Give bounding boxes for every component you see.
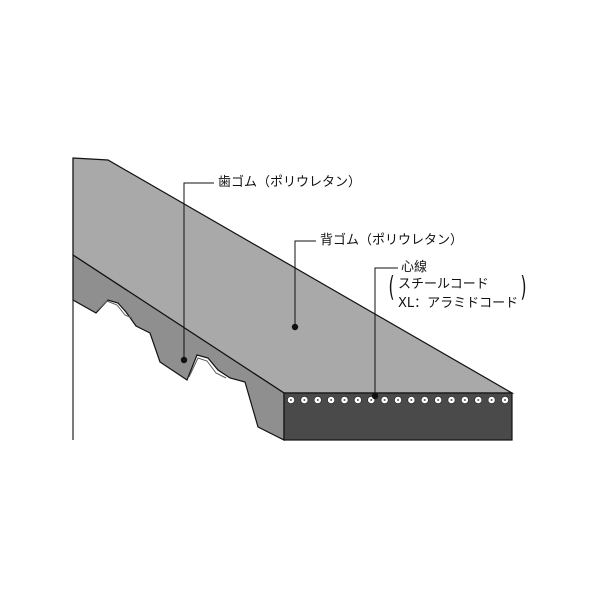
cord-strand-core (397, 399, 399, 401)
tooth-ridge (188, 357, 227, 379)
cord-strand-core (504, 399, 506, 401)
bracket-open: ( (388, 270, 395, 303)
label-tooth-rubber: 歯ゴム（ポリウレタン） (218, 175, 362, 190)
leader-cord (374, 267, 398, 396)
cord-strand-core (356, 399, 359, 401)
label-cord-steel: スチールコード (398, 277, 489, 292)
cord-strand-core (303, 399, 306, 401)
cord-strand-core (423, 399, 426, 401)
cord-strand-core (437, 399, 440, 401)
cord-strand-core (383, 399, 386, 401)
cord-strand-core (290, 399, 292, 401)
cord-strand-core (477, 399, 480, 401)
cord-strand-core (450, 399, 453, 401)
leader-dot-back-rubber (291, 323, 299, 331)
cord-strand-core (463, 399, 466, 401)
label-back-rubber: 背ゴム（ポリウレタン） (320, 233, 464, 248)
label-cord-aramid: XL：アラミドコード (398, 296, 519, 311)
leader-dot-cord (371, 392, 379, 400)
belt-tooth-side (72, 253, 285, 441)
leader-dot-tooth-rubber (180, 356, 188, 364)
label-cord-title: 心線 (401, 260, 428, 275)
cord-strand-core (343, 399, 346, 401)
cord-strand-core (316, 399, 319, 401)
cord-row (287, 396, 509, 404)
cord-strand-core (490, 399, 493, 401)
leader-tooth-rubber (183, 182, 214, 360)
cord-strand-core (370, 399, 373, 401)
leader-back-rubber (294, 240, 316, 327)
cord-strand-core (330, 399, 333, 401)
tooth-ridge (97, 300, 133, 319)
cord-strand-core (410, 399, 413, 401)
bracket-close: ) (520, 270, 527, 303)
cord-material-group: ( スチールコード XL：アラミドコード ) (384, 270, 534, 318)
